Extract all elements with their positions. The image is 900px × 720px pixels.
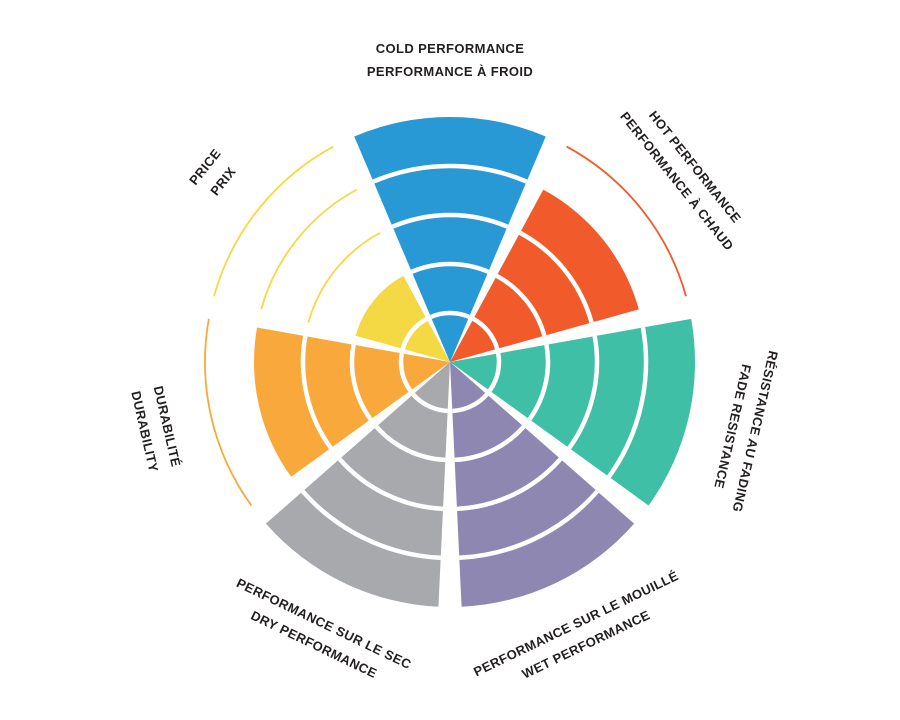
ring-separator-cold-performance-3 — [391, 212, 509, 229]
ring-separator-dry-performance-4 — [301, 489, 441, 561]
ring-separator-wet-performance-1 — [452, 392, 489, 414]
ring-separator-wet-performance-2 — [454, 425, 526, 463]
ring-separator-price-1 — [400, 316, 428, 350]
ring-separator-fade-resistance-2 — [527, 344, 551, 421]
ring-separator-fade-resistance-3 — [567, 335, 600, 450]
ring-outline-durability-5 — [204, 318, 253, 507]
sector-wedge-wet-performance — [450, 362, 635, 607]
ring-separator-wet-performance-4 — [459, 489, 599, 561]
ring-separator-cold-performance-1 — [429, 310, 471, 320]
ring-separator-fade-resistance-1 — [487, 352, 502, 393]
ring-separator-durability-3 — [300, 335, 333, 450]
sector-wedge-price — [355, 275, 450, 362]
sector-wedge-cold-performance — [354, 117, 546, 362]
ring-outline-price-5 — [213, 145, 334, 297]
ring-separator-dry-performance-2 — [374, 425, 446, 463]
ring-separator-cold-performance-4 — [372, 163, 528, 184]
ring-outline-hot-performance-5 — [566, 145, 687, 297]
ring-separator-fade-resistance-4 — [607, 327, 649, 479]
ring-outline-price-4 — [260, 188, 358, 310]
sector-wedge-dry-performance — [265, 362, 450, 607]
sector-wedge-fade-resistance — [450, 318, 695, 506]
ring-outline-price-3 — [307, 231, 381, 323]
ring-separator-hot-performance-3 — [518, 230, 594, 324]
ring-separator-dry-performance-3 — [337, 457, 444, 512]
ring-separator-durability-1 — [398, 352, 413, 393]
ring-separator-cold-performance-2 — [410, 261, 490, 274]
ring-separator-wet-performance-3 — [456, 457, 563, 512]
ring-separator-hot-performance-2 — [495, 273, 547, 337]
ring-separator-hot-performance-1 — [472, 316, 500, 350]
ring-separator-durability-2 — [349, 344, 373, 421]
ring-separator-dry-performance-1 — [411, 392, 448, 414]
